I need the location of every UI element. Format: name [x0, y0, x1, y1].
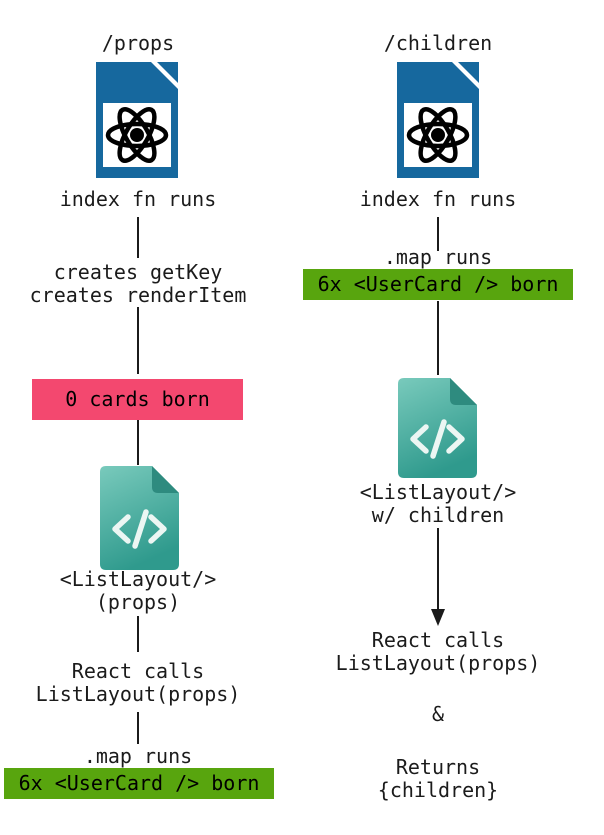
code-file-icon [100, 466, 179, 570]
left-connector-3 [137, 420, 139, 465]
zero-cards-badge: 0 cards born [32, 379, 243, 420]
right-cards-born-badge: 6x <UserCard /> born [303, 269, 573, 300]
react-file-icon [397, 61, 479, 178]
right-step-returns: Returns {children} [377, 755, 499, 802]
left-connector-4 [137, 616, 139, 652]
react-file-icon-svg [397, 62, 479, 178]
left-step-creates: creates getKey creates renderItem [29, 260, 247, 307]
left-connector-1 [137, 217, 139, 258]
left-code-caption: <ListLayout/> (props) [59, 567, 217, 614]
react-atom-logo [406, 107, 470, 163]
left-connector-5 [137, 712, 139, 744]
right-file-caption: index fn runs [359, 187, 517, 211]
left-column-title: /props [101, 31, 175, 55]
right-code-caption: <ListLayout/> w/ children [359, 480, 517, 527]
react-file-icon-svg [96, 62, 178, 178]
right-connector-1 [437, 217, 439, 251]
left-file-caption: index fn runs [59, 187, 217, 211]
left-step-map: .map runs [83, 744, 193, 768]
code-file-icon-svg [398, 378, 477, 478]
code-glyph [112, 509, 167, 549]
right-connector-2 [437, 301, 439, 375]
left-cards-born-badge: 6x <UserCard /> born [4, 768, 274, 799]
react-file-icon [96, 61, 178, 178]
down-arrowhead [431, 609, 445, 626]
right-column-title: /children [383, 31, 493, 55]
ampersand-label: & [431, 702, 445, 726]
left-connector-2 [137, 307, 139, 374]
code-glyph [410, 419, 465, 459]
code-file-icon [398, 378, 477, 478]
right-arrow-shaft [437, 528, 439, 610]
right-step-map: .map runs [383, 245, 493, 269]
right-step-react-calls: React calls ListLayout(props) [335, 628, 541, 675]
react-atom-logo [105, 107, 169, 163]
left-step-react-calls: React calls ListLayout(props) [35, 659, 241, 706]
code-file-icon-svg [100, 466, 179, 570]
